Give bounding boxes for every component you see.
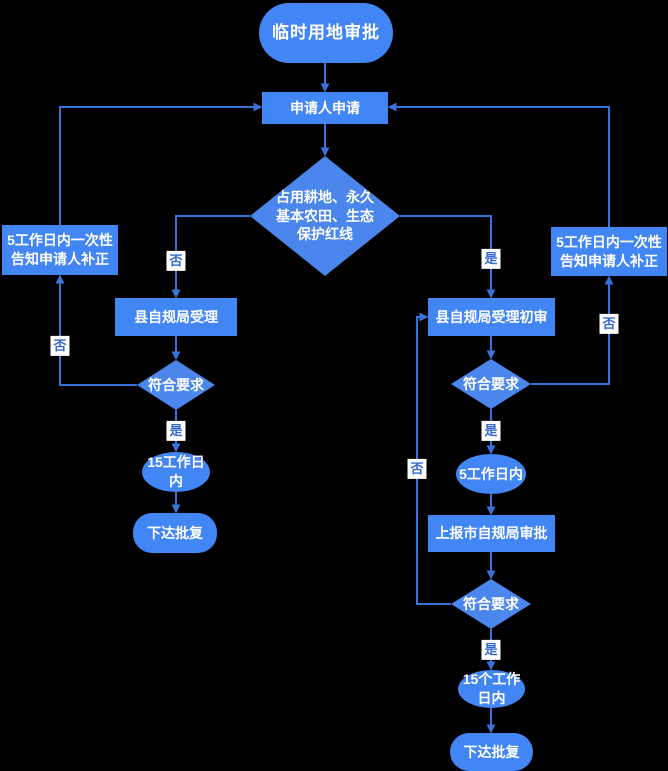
edge-label-check-left-yes: 是 bbox=[166, 420, 186, 442]
node-days15-right-label: 15个工作 日内 bbox=[462, 671, 521, 706]
node-occupy-decision-label: 占用耕地、永久 基本农田、生态 保护红线 bbox=[276, 188, 374, 243]
node-county-preliminary-label: 县自规局受理初审 bbox=[435, 308, 548, 325]
node-start-label: 临时用地审批 bbox=[272, 22, 380, 42]
node-start: 临时用地审批 bbox=[259, 3, 393, 63]
edge-label-check-right1-no: 否 bbox=[599, 313, 619, 335]
node-notify-left: 5工作日内一次性 告知申请人补正 bbox=[2, 225, 118, 275]
connector-check-left-no-to-notify-left bbox=[55, 274, 137, 386]
edge-label-check-right2-yes: 是 bbox=[481, 639, 501, 661]
node-issue-left-label: 下达批复 bbox=[147, 524, 203, 541]
node-issue-left: 下达批复 bbox=[133, 513, 217, 553]
edge-label-main-yes: 是 bbox=[481, 248, 501, 270]
node-report-city: 上报市自规局审批 bbox=[428, 515, 555, 552]
edge-label-main-no: 否 bbox=[166, 250, 186, 272]
node-notify-right-label: 5工作日内一次性 告知申请人补正 bbox=[556, 233, 662, 269]
node-issue-right-label: 下达批复 bbox=[463, 743, 520, 760]
node-notify-left-label: 5工作日内一次性 告知申请人补正 bbox=[7, 232, 113, 267]
node-days15-left: 15工作日 内 bbox=[142, 452, 210, 492]
node-apply: 申请人申请 bbox=[262, 92, 388, 124]
connector-notify-left-to-apply bbox=[59, 102, 263, 225]
edge-label-check-right1-yes: 是 bbox=[481, 420, 501, 442]
node-check-left-label: 符合要求 bbox=[148, 376, 204, 393]
node-days5-right: 5工作日内 bbox=[456, 454, 526, 494]
node-apply-label: 申请人申请 bbox=[290, 99, 360, 116]
node-check-right2-label: 符合要求 bbox=[463, 595, 519, 612]
node-county-accept-label: 县自规局受理 bbox=[134, 308, 218, 325]
node-days15-left-label: 15工作日 内 bbox=[147, 454, 205, 489]
connector-decision-no-to-county-accept bbox=[171, 215, 250, 299]
node-issue-right: 下达批复 bbox=[450, 733, 533, 771]
node-days5-right-label: 5工作日内 bbox=[459, 465, 523, 482]
connector-check-right1-no-to-notify-right bbox=[531, 275, 614, 385]
edge-label-check-right2-no: 否 bbox=[407, 458, 427, 480]
node-county-preliminary: 县自规局受理初审 bbox=[428, 298, 555, 336]
node-report-city-label: 上报市自规局审批 bbox=[435, 525, 548, 542]
node-notify-right: 5工作日内一次性 告知申请人补正 bbox=[551, 227, 667, 276]
connector-notify-right-to-apply bbox=[387, 102, 610, 227]
node-check-right1-label: 符合要求 bbox=[463, 375, 519, 392]
edge-label-check-left-no: 否 bbox=[50, 335, 70, 357]
node-days15-right: 15个工作 日内 bbox=[458, 670, 525, 708]
connector-decision-yes-to-county-preliminary bbox=[400, 215, 496, 299]
node-county-accept: 县自规局受理 bbox=[115, 298, 237, 336]
